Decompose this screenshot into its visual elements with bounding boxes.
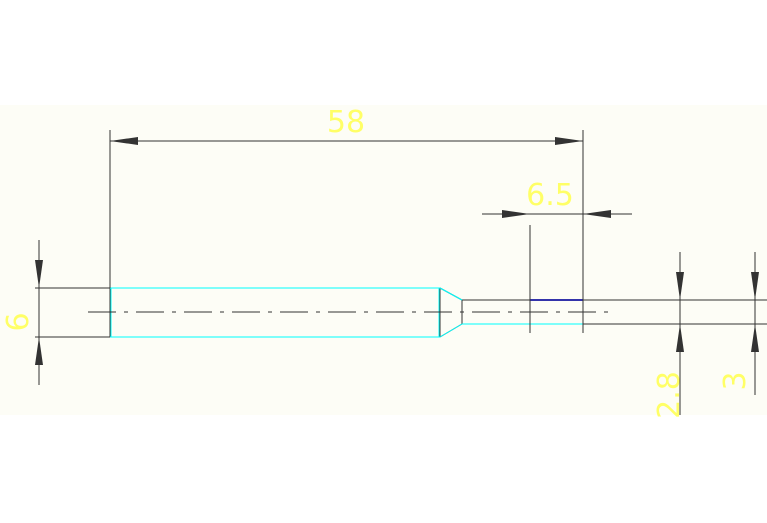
arrowhead-top-2-8 — [676, 272, 684, 300]
arrowhead-top-6 — [35, 260, 43, 288]
taper-bottom-highlight — [439, 323, 463, 338]
dimension-tip-diameter-3 — [751, 252, 759, 395]
arrowhead-bottom-2-8 — [676, 324, 684, 352]
dimension-text-6-5: 6.5 — [526, 178, 574, 213]
dimension-text-2-8: 2.8 — [652, 371, 687, 419]
dimension-text-58: 58 — [327, 105, 365, 140]
dimension-text-6: 6 — [1, 312, 36, 331]
dimension-shank-diameter — [35, 240, 43, 385]
dimension-tip-length — [482, 210, 632, 333]
arrowhead-top-3 — [751, 272, 759, 300]
arrowhead-bottom-6 — [35, 337, 43, 365]
dimension-tip-diameter-2-8 — [676, 252, 692, 415]
arrowhead-bottom-3 — [751, 324, 759, 352]
taper-top-highlight — [439, 287, 463, 301]
arrowhead-right-6-5 — [583, 210, 611, 218]
arrowhead-left-58 — [110, 137, 138, 145]
arrowhead-right-58 — [555, 137, 583, 145]
arrowhead-left-6-5 — [502, 210, 530, 218]
dimension-text-3: 3 — [718, 371, 753, 390]
drawing-area — [0, 105, 767, 415]
